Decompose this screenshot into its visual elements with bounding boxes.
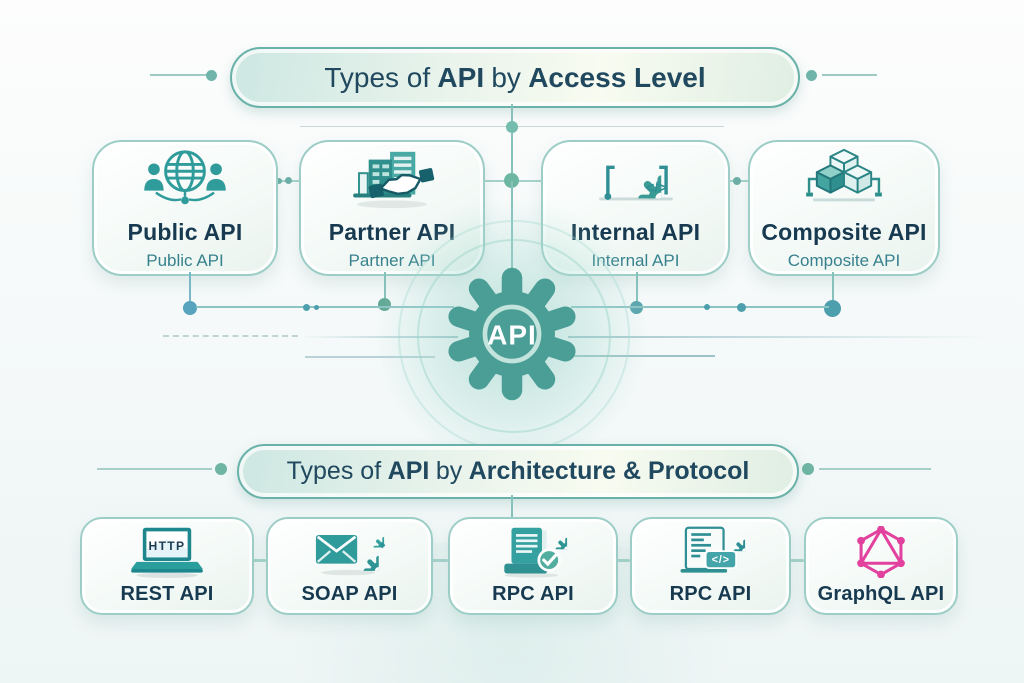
gear-code-brackets-icon: </> bbox=[598, 165, 673, 200]
banner-text: Architecture & Protocol bbox=[468, 457, 750, 485]
hub-label: API bbox=[487, 319, 536, 350]
laptop-http-icon: HTTP bbox=[131, 527, 203, 578]
decorative-line bbox=[163, 335, 298, 337]
document-gear-check-icon bbox=[504, 527, 575, 578]
decorative-line bbox=[305, 356, 435, 358]
connector-line bbox=[819, 468, 931, 470]
banner-text: API bbox=[387, 457, 430, 485]
banner-text: Access Level bbox=[528, 61, 706, 93]
connector-dot bbox=[215, 463, 227, 475]
banner-text: API bbox=[437, 61, 485, 93]
banner-text: Types of bbox=[286, 457, 382, 485]
connector-dot bbox=[733, 177, 741, 185]
connector-dot bbox=[276, 178, 282, 184]
connector-line bbox=[429, 559, 448, 562]
connector-line bbox=[97, 468, 212, 470]
globe-users-icon bbox=[144, 149, 226, 204]
connector-line bbox=[150, 74, 208, 76]
connector-line bbox=[511, 133, 513, 181]
code-tag-label: </> bbox=[711, 554, 729, 566]
card-graphql-api: GraphQL API bbox=[804, 517, 958, 615]
decorative-line bbox=[568, 336, 988, 338]
card-title: REST API bbox=[120, 583, 214, 605]
buildings-handshake-icon bbox=[353, 151, 435, 208]
connector-dot bbox=[824, 300, 841, 317]
card-rpc-api: RPC API bbox=[448, 517, 618, 615]
connector-line bbox=[250, 559, 266, 562]
api-hub-gear-icon: API bbox=[448, 267, 576, 401]
banner-text: by bbox=[491, 61, 521, 93]
connector-line bbox=[614, 559, 630, 562]
connector-line bbox=[511, 495, 513, 518]
connector-line bbox=[196, 306, 454, 308]
card-title: GraphQL API bbox=[817, 583, 945, 605]
connector-dot bbox=[506, 121, 518, 133]
connector-dot bbox=[802, 463, 814, 475]
connector-line bbox=[571, 306, 829, 308]
connector-dot bbox=[303, 304, 310, 311]
card-subtitle: Public API bbox=[146, 250, 224, 270]
card-title: Public API bbox=[127, 218, 243, 245]
document-gear-code-icon: </> bbox=[680, 526, 753, 573]
envelope-gears-icon bbox=[315, 534, 385, 576]
connector-dot bbox=[504, 173, 519, 188]
connector-dot bbox=[737, 303, 746, 312]
banner-access-level: Types of API by Access Level bbox=[230, 47, 800, 108]
card-rpc-api-code: </> RPC API bbox=[630, 517, 791, 615]
hub-ring bbox=[417, 239, 611, 433]
laptop-screen-label: HTTP bbox=[149, 539, 186, 553]
card-composite-api: Composite API Composite API bbox=[748, 140, 940, 276]
connector-dot bbox=[314, 305, 319, 310]
stacked-cubes-icon bbox=[806, 148, 882, 201]
connector-line bbox=[822, 74, 877, 76]
connector-dot bbox=[806, 70, 817, 81]
card-public-api: Public API Public API bbox=[92, 140, 278, 276]
banner-text: Types of bbox=[324, 61, 431, 93]
code-glyph: </> bbox=[645, 180, 666, 196]
card-subtitle: Composite API bbox=[787, 250, 901, 270]
banner-text: by bbox=[435, 457, 463, 485]
card-title: RPC API bbox=[492, 583, 574, 605]
card-soap-api: SOAP API bbox=[266, 517, 433, 615]
card-title: SOAP API bbox=[301, 583, 398, 605]
connector-dot bbox=[183, 301, 197, 315]
graphql-logo-icon bbox=[857, 526, 905, 578]
card-title: RPC API bbox=[669, 583, 752, 605]
banner-architecture-protocol: Types of API by Architecture & Protocol bbox=[237, 444, 799, 499]
connector-line bbox=[787, 559, 804, 562]
connector-line bbox=[189, 272, 191, 303]
connector-line bbox=[511, 104, 513, 126]
connector-dot bbox=[704, 304, 710, 310]
connector-dot bbox=[285, 177, 292, 184]
card-title: Composite API bbox=[761, 218, 927, 245]
connector-line bbox=[832, 272, 834, 302]
connector-dot bbox=[206, 70, 217, 81]
card-rest-api: HTTP REST API bbox=[80, 517, 254, 615]
